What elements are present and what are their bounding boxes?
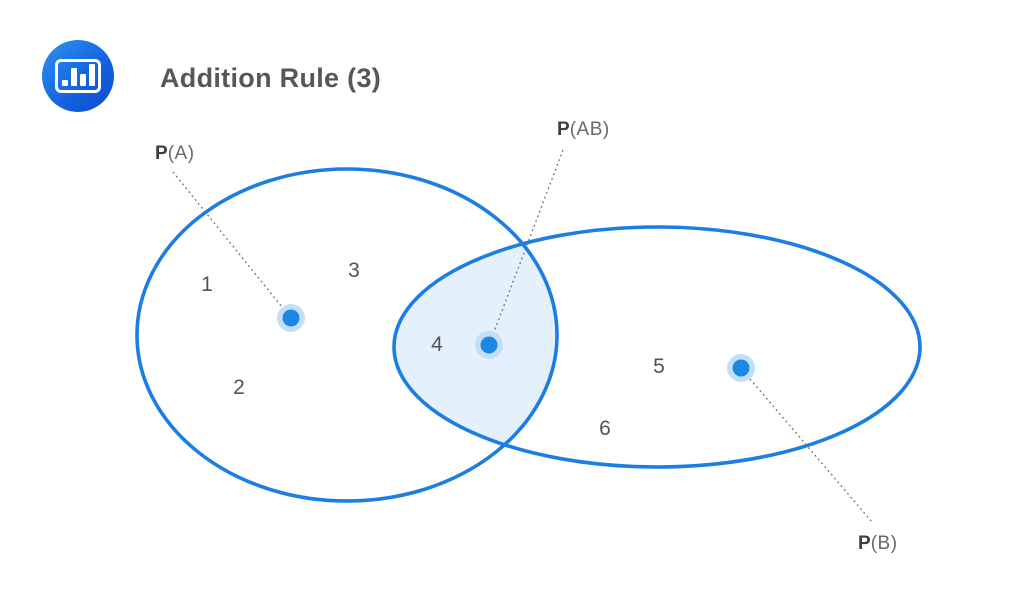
label-p-ab-bold: P	[557, 119, 570, 140]
point-a	[282, 309, 300, 327]
label-p-a-rest: (A)	[167, 143, 195, 164]
region-label-5: 5	[653, 355, 665, 378]
label-p-ab: P(AB)	[557, 119, 610, 141]
leader-line-a	[172, 171, 283, 308]
region-label-1: 1	[201, 273, 213, 296]
intersection-region	[394, 227, 557, 467]
set-b-ellipse	[392, 225, 922, 469]
label-p-b-rest: (B)	[870, 533, 898, 554]
point-ab	[480, 336, 498, 354]
region-label-3: 3	[348, 259, 360, 282]
set-a-ellipse	[135, 167, 559, 503]
app-logo	[42, 40, 114, 112]
label-p-a-bold: P	[155, 143, 168, 164]
label-p-b: P(B)	[858, 533, 898, 555]
bar-chart-icon	[55, 59, 101, 93]
label-p-b-bold: P	[858, 533, 871, 554]
region-label-6: 6	[599, 417, 611, 440]
region-label-2: 2	[233, 376, 245, 399]
leader-line-b	[749, 378, 873, 523]
label-p-a: P(A)	[155, 143, 195, 165]
page-title: Addition Rule (3)	[160, 63, 382, 93]
region-label-4: 4	[431, 333, 443, 356]
header: Addition Rule (3)	[0, 0, 1024, 130]
point-b	[732, 359, 750, 377]
label-p-ab-rest: (AB)	[569, 119, 610, 140]
